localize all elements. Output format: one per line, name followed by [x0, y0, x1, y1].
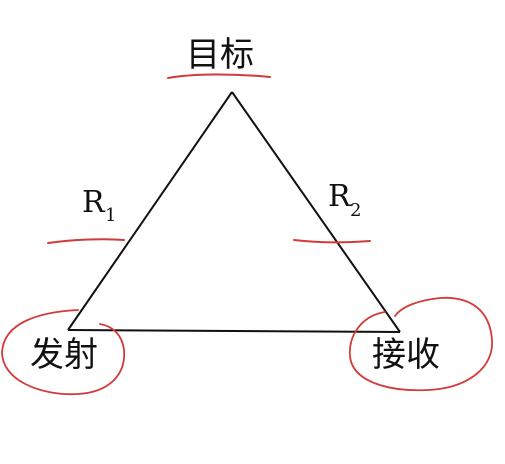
- target-label: 目标: [186, 35, 254, 75]
- r2-subscript: 2: [350, 200, 361, 221]
- r2-symbol: R: [328, 179, 352, 214]
- receive-label: 接收: [372, 335, 440, 375]
- edge-transmit-receive: [67, 329, 401, 333]
- target-underline: [167, 73, 271, 79]
- transmit-circle: [1, 309, 125, 396]
- r2-underline: [293, 239, 371, 244]
- r1-subscript: 1: [105, 205, 116, 226]
- receive-circle: [348, 296, 493, 392]
- triangle: [67, 91, 401, 333]
- edge-transmit-target: [67, 91, 233, 331]
- transmit-label: 发射: [30, 335, 98, 375]
- r1-label: R 1: [82, 185, 116, 226]
- edge-target-receive: [231, 91, 401, 333]
- annotations: [1, 73, 493, 396]
- r2-label: R 2: [328, 179, 361, 221]
- r1-symbol: R: [82, 185, 106, 220]
- r1-underline: [47, 238, 125, 244]
